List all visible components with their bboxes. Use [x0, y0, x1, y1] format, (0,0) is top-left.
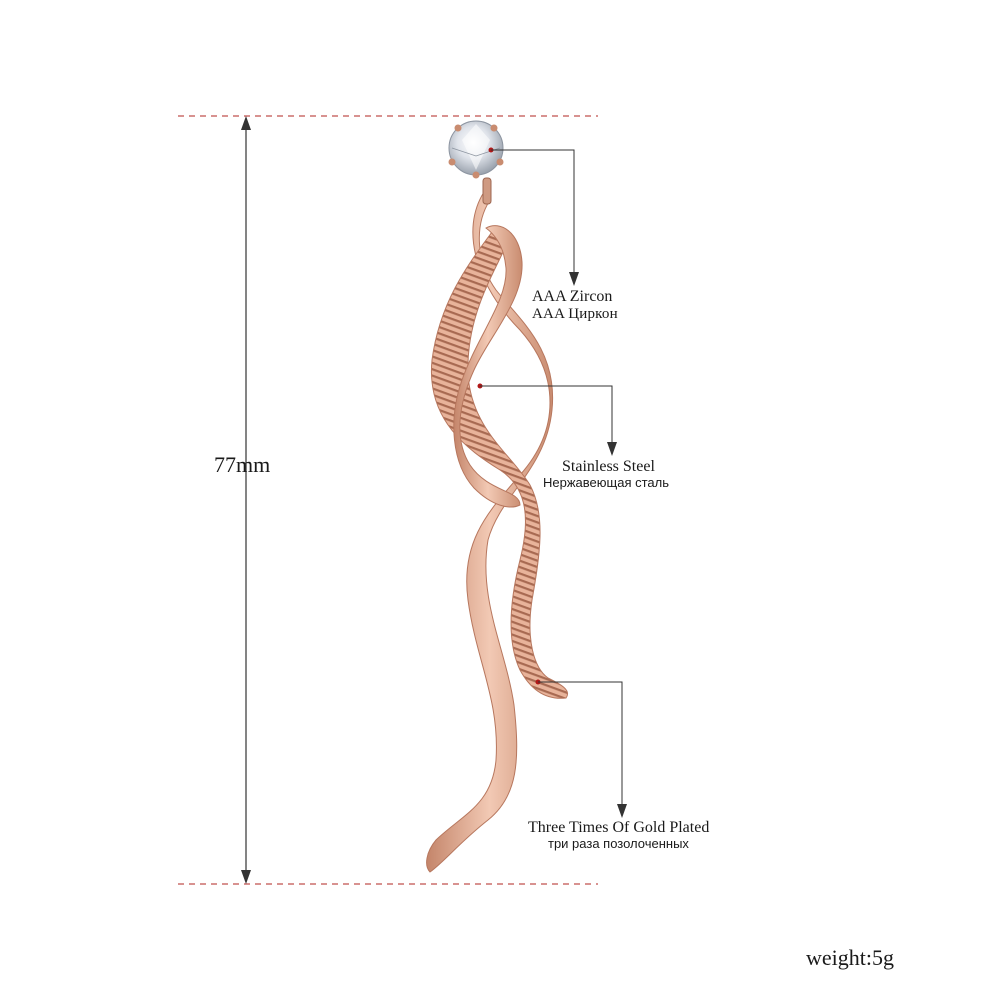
textured-ribbon: [430, 231, 568, 699]
smooth-ribbon: [453, 225, 523, 508]
dimension-arrow-top: [241, 116, 251, 130]
callout-plating-leader: [535, 679, 627, 818]
zircon-label-en: AAA Zircon: [532, 288, 613, 305]
steel-label-ru: Нержавеющая сталь: [543, 475, 669, 490]
steel-label-en: Stainless Steel: [562, 458, 655, 475]
length-dimension-label: 77mm: [214, 452, 271, 477]
dimension-arrow-bottom: [241, 870, 251, 884]
connector-ring: [482, 177, 492, 205]
callout-steel-leader: [477, 383, 617, 456]
weight-label: weight:5g: [806, 945, 894, 970]
earring-body: [426, 120, 568, 873]
callout-zircon-leader: [488, 147, 579, 286]
zircon-label-ru: AAA Циркон: [532, 306, 618, 322]
plating-label-en: Three Times Of Gold Plated: [528, 819, 710, 836]
plating-label-ru: три раза позолоченных: [548, 836, 689, 851]
thin-ribbon: [426, 191, 554, 873]
zircon-stone: [448, 120, 504, 179]
